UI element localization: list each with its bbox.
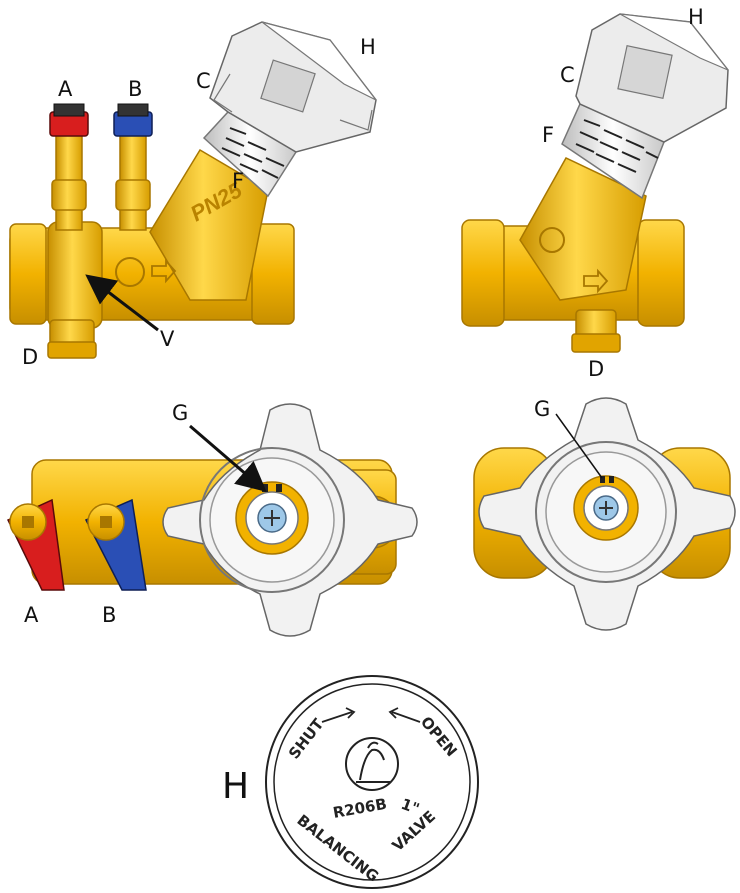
label-b-bottom: B <box>102 603 116 627</box>
valve-side-view-with-ports: PN25 <box>9 21 377 359</box>
valve-top-view-plain <box>473 397 736 631</box>
label-d-top-right: D <box>588 357 604 381</box>
pointer-arrow-g-left <box>189 424 267 492</box>
label-h-top-left: H <box>360 35 376 59</box>
label-g-bottom-right: G <box>534 397 550 421</box>
label-a-bottom: A <box>24 603 39 627</box>
label-d-top-left: D <box>22 345 38 369</box>
label-g-bottom-left: G <box>172 401 188 425</box>
label-v: V <box>160 327 175 351</box>
label-a-top: A <box>58 77 73 101</box>
label-h-cap: H <box>222 766 249 807</box>
cap-size-text: 1" <box>399 795 422 818</box>
valve-side-view-plain <box>461 13 729 353</box>
pointer-line-g-right <box>555 413 603 479</box>
cap-detail <box>265 675 479 889</box>
label-b-top: B <box>128 77 142 101</box>
pointer-arrow-v <box>85 274 159 332</box>
label-f-top-left: F <box>232 169 244 193</box>
label-h-top-right: H <box>688 5 704 29</box>
valve-top-view-with-ports <box>6 403 418 637</box>
label-c-top-right: C <box>560 63 575 87</box>
label-c-top-left: C <box>196 69 211 93</box>
label-f-top-right: F <box>542 123 554 147</box>
